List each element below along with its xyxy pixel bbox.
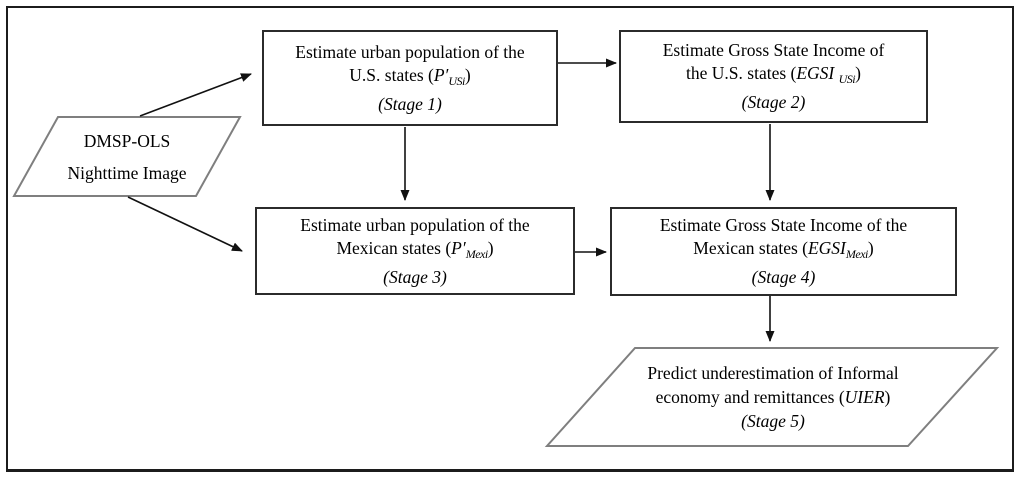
source-line1: DMSP-OLS [83,131,171,151]
stage1-formula: U.S. states (P′USi) [349,64,471,88]
stage3-formula: Mexican states (P′Mexi) [336,237,494,261]
source-line2: Nighttime Image [67,163,187,183]
stage4-formula: Mexican states (EGSIMexi) [693,238,874,261]
stage4-label: (Stage 4) [751,267,816,287]
stage2-line1: Estimate Gross State Income of [662,40,885,60]
stage1-line1: Estimate urban population of the [295,41,525,62]
stage5-formula: economy and remittances (UIER) [655,387,891,407]
stage3-line1: Estimate urban population of the [300,214,530,235]
stage2-label: (Stage 2) [741,92,806,112]
node-stage2: Estimate Gross State Income of the U.S. … [619,30,928,123]
node-stage3: Estimate urban population of the Mexican… [255,207,575,295]
node-stage4: Estimate Gross State Income of the Mexic… [610,207,957,296]
stage5-label: (Stage 5) [741,411,805,431]
stage1-label: (Stage 1) [378,93,442,114]
arrow-source-to-stage3 [127,196,243,252]
stage3-label: (Stage 3) [383,266,447,287]
node-stage5: Predict underestimation of Informal econ… [608,354,938,440]
stage5-parallelogram-shape [544,347,1000,447]
node-source-dmsp: DMSP-OLS Nighttime Image [24,120,230,194]
node-stage1: Estimate urban population of the U.S. st… [262,30,558,126]
stage5-line1: Predict underestimation of Informal [647,363,899,383]
stage4-line1: Estimate Gross State Income of the [659,215,908,235]
arrow-source-to-stage1 [139,73,252,117]
source-parallelogram-shape [12,116,242,197]
stage2-formula: the U.S. states (EGSI USi) [686,63,861,86]
diagram-border [6,6,1014,472]
